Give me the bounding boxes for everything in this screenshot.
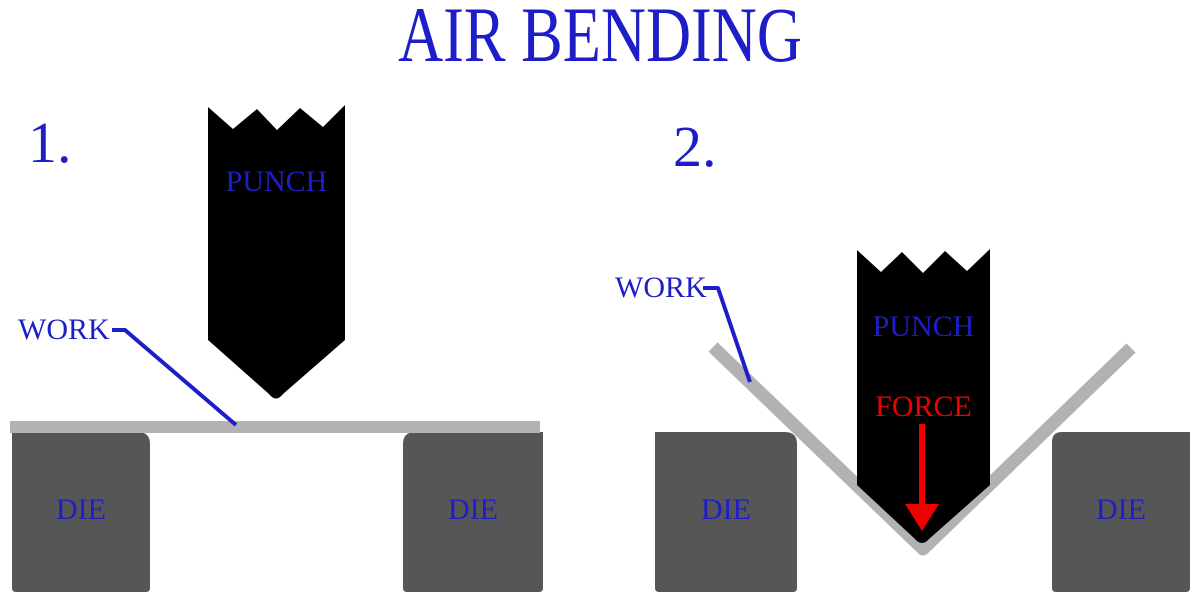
stage1-die-right-label: DIE <box>448 493 498 526</box>
stage2-workpiece-bent-v <box>708 342 1136 556</box>
stage1-work-leader-line <box>112 328 238 427</box>
stage2-punch-label: PUNCH <box>872 310 975 343</box>
stage2-punch-shape <box>857 249 990 543</box>
stage2-force-label: FORCE <box>875 390 972 423</box>
stage2-number: 2. <box>673 114 717 179</box>
force-arrow-head <box>905 504 939 531</box>
stage2-work-label: WORK <box>615 271 707 304</box>
stage1-die-left-label: DIE <box>56 493 106 526</box>
page-title: AIR BENDING <box>398 0 802 78</box>
stage1-workpiece-flat <box>10 421 540 433</box>
stage1-number: 1. <box>28 110 72 175</box>
stage2-work-leader-line <box>703 286 752 383</box>
stage2-die-left-label: DIE <box>701 493 751 526</box>
stage2-die-right-label: DIE <box>1096 493 1146 526</box>
stage2-die-right-block <box>1052 432 1190 592</box>
stage2-die-left-block <box>655 432 797 592</box>
stage1-die-left-block <box>12 432 150 592</box>
stage1-work-label: WORK <box>18 313 110 346</box>
stage1-punch-label: PUNCH <box>225 165 328 198</box>
stage1-punch-shape <box>208 105 345 399</box>
stage1-die-right-block <box>403 432 543 592</box>
